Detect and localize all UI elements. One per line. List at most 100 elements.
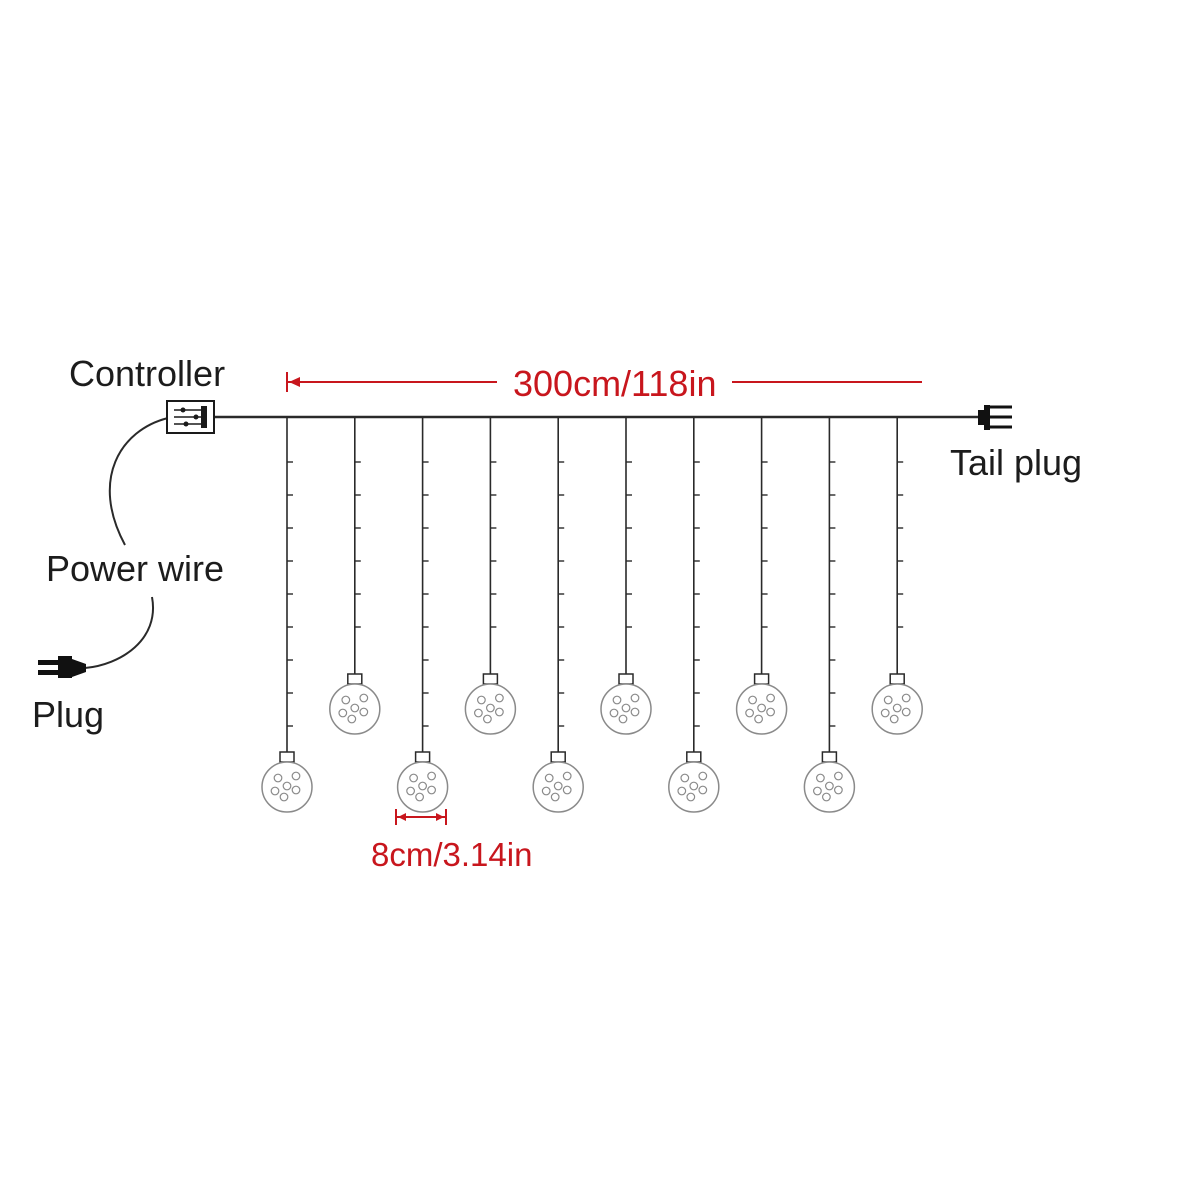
globe-cap — [550, 751, 566, 763]
globe-dot — [338, 708, 348, 718]
controller-box-icon — [166, 400, 215, 434]
globe-dot — [341, 695, 351, 705]
globe-light — [871, 683, 923, 735]
globe-dot — [889, 714, 899, 724]
globe-dot — [427, 771, 437, 781]
light-strand — [532, 417, 584, 813]
globe-cap — [482, 673, 499, 685]
globe-dot — [477, 695, 486, 705]
globe-dot — [880, 708, 890, 718]
globe-dot — [483, 714, 492, 724]
tail-plug-icon — [978, 405, 1012, 430]
globe-dot — [553, 781, 563, 791]
globe-dot — [618, 714, 628, 724]
globe-cap — [347, 673, 363, 685]
globe-dot — [901, 707, 911, 717]
light-strands — [261, 417, 923, 813]
globe-dot — [748, 695, 757, 705]
power-wire — [108, 417, 169, 546]
globe-cap — [821, 751, 838, 763]
globe-dot — [495, 707, 504, 717]
globe-dot — [273, 773, 283, 783]
globe-dot — [813, 786, 822, 796]
globe-dot — [359, 707, 369, 717]
light-strand — [464, 417, 517, 735]
globe-dot — [825, 781, 834, 791]
globe-dot — [630, 693, 640, 703]
power-plug-icon — [38, 656, 86, 678]
globe-dot — [347, 714, 357, 724]
globe-dot — [418, 781, 428, 791]
globe-dot — [544, 773, 554, 783]
globe-light — [532, 761, 584, 813]
power-wire-label: Power wire — [46, 548, 225, 589]
globe-light — [396, 761, 449, 813]
light-strand — [735, 417, 788, 735]
globe-dot — [698, 785, 708, 795]
globe-dot — [901, 693, 911, 703]
globe-dot — [562, 771, 572, 781]
globe-dot — [745, 708, 754, 718]
globe-cap — [889, 673, 905, 685]
globe-dot — [834, 771, 843, 781]
globe-dot — [883, 695, 893, 705]
globe-dot — [409, 773, 419, 783]
light-strand — [261, 417, 313, 813]
globe-dot — [291, 785, 301, 795]
globe-dot — [689, 781, 699, 791]
globe-dot — [486, 703, 495, 713]
globe-dot — [822, 792, 831, 802]
globe-dot — [415, 792, 425, 802]
globe-dot — [609, 708, 619, 718]
globe-dot — [562, 785, 572, 795]
globe-dot — [686, 792, 696, 802]
globe-dot — [291, 771, 301, 781]
light-strand — [600, 417, 652, 735]
globe-dot — [350, 703, 360, 713]
globe-dot — [677, 786, 687, 796]
power-wire-lower — [84, 596, 155, 669]
globe-dot — [495, 693, 504, 703]
globe-dot — [270, 786, 280, 796]
globe-cap — [686, 751, 702, 763]
light-strand — [668, 417, 720, 813]
light-strand — [871, 417, 923, 735]
globe-dot — [359, 693, 369, 703]
diameter-dimension — [395, 809, 447, 825]
globe-dot — [766, 693, 775, 703]
globe-dot — [754, 714, 763, 724]
globe-light — [329, 683, 381, 735]
globe-dot — [541, 786, 551, 796]
globe-light — [735, 683, 788, 735]
globe-dot — [612, 695, 622, 705]
globe-cap — [753, 673, 770, 685]
globe-light — [600, 683, 652, 735]
globe-dot — [282, 781, 292, 791]
light-strand — [396, 417, 449, 813]
globe-light — [668, 761, 720, 813]
globe-dot — [630, 707, 640, 717]
globe-light — [464, 683, 517, 735]
light-strand — [329, 417, 381, 735]
globe-dot — [550, 792, 560, 802]
tail-plug-label: Tail plug — [950, 442, 1083, 483]
globe-dot — [834, 785, 843, 795]
globe-dot — [816, 773, 825, 783]
globe-light — [803, 761, 856, 813]
globe-dot — [698, 771, 708, 781]
globe-dot — [406, 786, 416, 796]
globe-light — [261, 761, 313, 813]
globe-cap — [618, 673, 634, 685]
controller-label: Controller — [69, 353, 226, 394]
globe-dot — [474, 708, 483, 718]
globe-cap — [279, 751, 295, 763]
light-strand — [803, 417, 856, 813]
ball-diameter-label: 8cm/3.14in — [371, 836, 533, 873]
string-length-label: 300cm/118in — [497, 366, 733, 402]
plug-label: Plug — [32, 694, 105, 735]
globe-dot — [427, 785, 437, 795]
globe-dot — [621, 703, 631, 713]
globe-dot — [757, 703, 766, 713]
